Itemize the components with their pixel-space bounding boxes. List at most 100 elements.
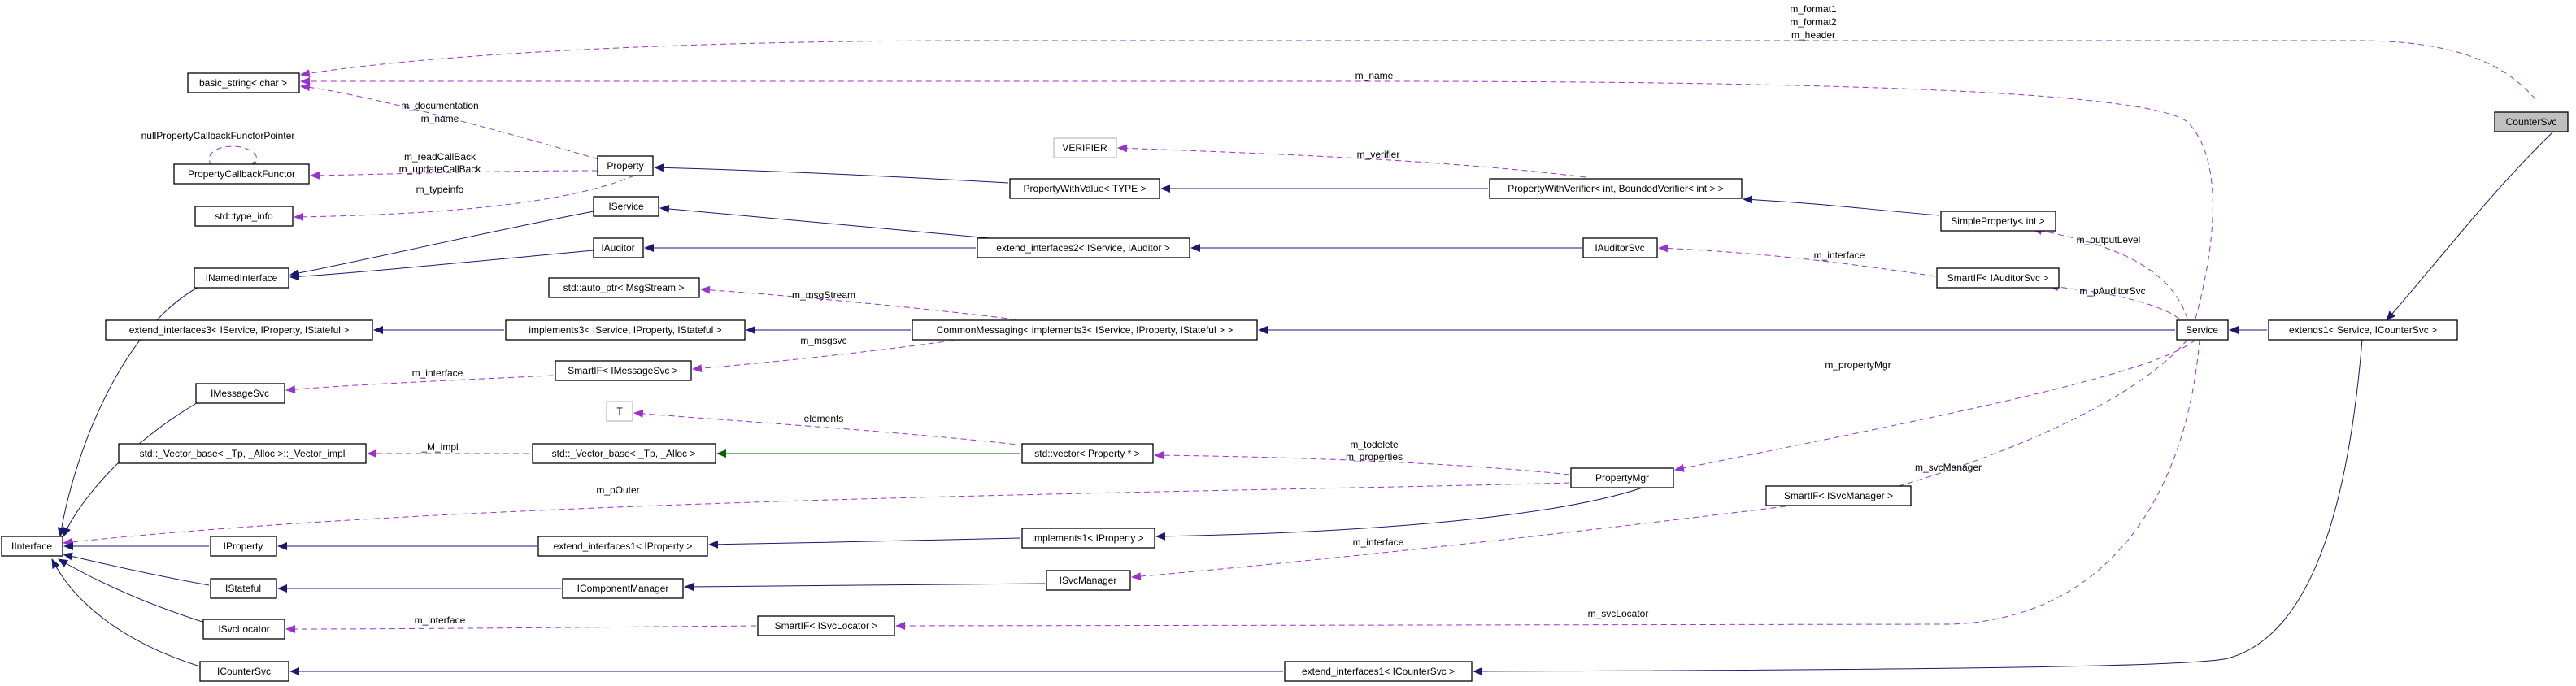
node-std-type-info[interactable]: std::type_info (194, 206, 294, 227)
node-label-basic-string: basic_string< char > (199, 77, 287, 89)
edge-property-callback-functor (310, 170, 598, 180)
edge-label-m-name-property: m_name (421, 113, 459, 124)
node-counter-svc[interactable]: CounterSvc (2494, 111, 2569, 132)
node-extend-interfaces1-iproperty[interactable]: extend_interfaces1< IProperty > (537, 536, 708, 557)
node-label-property-mgr: PropertyMgr (1595, 472, 1649, 484)
edge-smartif-msg-imessage-svc (285, 375, 554, 394)
node-label-extends1: extends1< Service, ICounterSvc > (2289, 324, 2437, 336)
edge-istateful-iinterface (63, 552, 210, 586)
node-property-mgr[interactable]: PropertyMgr (1570, 467, 1674, 488)
node-iauditor-svc[interactable]: IAuditorSvc (1582, 237, 1658, 258)
node-smartif-imessage-svc[interactable]: SmartIF< IMessageSvc > (555, 360, 692, 381)
edge-service-property-mgr (1674, 339, 2196, 472)
edge-label-m-header: m_header (1791, 29, 1835, 41)
node-extends1[interactable]: extends1< Service, ICounterSvc > (2268, 319, 2458, 341)
edge-extends1-extend-interfaces1-icounter (1473, 339, 2363, 675)
edge-imessage-svc-iinterface (63, 401, 200, 537)
node-property-with-verifier[interactable]: PropertyWithVerifier< int, BoundedVerifi… (1489, 178, 1743, 199)
node-inamed-interface[interactable]: INamedInterface (194, 267, 289, 289)
edge-label-m-name-service: m_name (1355, 70, 1394, 81)
node-istateful[interactable]: IStateful (210, 578, 277, 599)
node-extend-interfaces2[interactable]: extend_interfaces2< IService, IAuditor > (977, 237, 1190, 258)
edge-label-m-interface-svcmgr: m_interface (1353, 536, 1404, 548)
node-simple-property[interactable]: SimpleProperty< int > (1940, 211, 2056, 232)
edge-label-m-properties: m_properties (1346, 451, 1403, 462)
node-label-std-vector-base: std::_Vector_base< _Tp, _Alloc > (552, 448, 696, 459)
node-implements1-iproperty[interactable]: implements1< IProperty > (1021, 528, 1155, 549)
node-label-iauditor-svc: IAuditorSvc (1595, 242, 1644, 254)
node-label-iproperty: IProperty (224, 541, 263, 552)
node-std-vector-property[interactable]: std::vector< Property * > (1021, 443, 1154, 464)
edge-label-m-format1: m_format1 (1790, 3, 1837, 15)
node-implements3[interactable]: implements3< IService, IProperty, IState… (505, 319, 746, 341)
node-icomponent-manager[interactable]: IComponentManager (562, 578, 684, 599)
node-property[interactable]: Property (597, 155, 654, 176)
node-label-imessage-svc: IMessageSvc (211, 388, 269, 399)
node-isvc-manager[interactable]: ISvcManager (1046, 570, 1131, 591)
edge-property-with-value-property (654, 163, 1009, 184)
edge-property-with-verifier-verifier (1117, 144, 1586, 178)
edge-label-m-todelete: m_todelete (1350, 439, 1399, 450)
node-label-extend-interfaces1-icounter-svc: extend_interfaces1< ICounterSvc > (1302, 666, 1455, 677)
node-property-callback-functor[interactable]: PropertyCallbackFunctor (173, 163, 310, 185)
node-label-property-with-verifier: PropertyWithVerifier< int, BoundedVerifi… (1508, 183, 1723, 194)
node-iproperty[interactable]: IProperty (210, 536, 277, 557)
edge-property-mgr-iinterface (63, 482, 1570, 546)
edge-label-m-format2: m_format2 (1790, 16, 1837, 28)
node-std-auto-ptr[interactable]: std::auto_ptr< MsgStream > (548, 277, 700, 298)
node-basic-string[interactable]: basic_string< char > (187, 72, 300, 93)
edge-label-m-output-level: m_outputLevel (2077, 234, 2141, 245)
node-std-vector-base[interactable]: std::_Vector_base< _Tp, _Alloc > (532, 443, 716, 464)
node-label-extend-interfaces1-iproperty: extend_interfaces1< IProperty > (554, 541, 693, 552)
edge-inamed-iinterface (57, 284, 204, 537)
node-iinterface[interactable]: IInterface (1, 536, 63, 557)
edge-label-m-p-auditor-svc: m_pAuditorSvc (2079, 285, 2145, 297)
node-label-std-vector-property: std::vector< Property * > (1034, 448, 1139, 459)
edge-label-m-typeinfo: m_typeinfo (416, 184, 464, 195)
node-label-icounter-svc: ICounterSvc (217, 666, 271, 677)
edge-service-smartif-svc-locator (895, 339, 2200, 630)
node-service[interactable]: Service (2176, 319, 2229, 341)
node-label-property-callback-functor: PropertyCallbackFunctor (188, 168, 295, 180)
node-smartif-isvc-locator[interactable]: SmartIF< ISvcLocator > (757, 615, 895, 636)
node-label-std-auto-ptr: std::auto_ptr< MsgStream > (564, 282, 685, 293)
node-common-messaging[interactable]: CommonMessaging< implements3< IService, … (912, 319, 1258, 341)
edge-extend-interfaces2-iservice (659, 204, 1017, 241)
node-verifier[interactable]: VERIFIER (1053, 137, 1117, 158)
edge-implements1-extend-interfaces1 (708, 537, 1021, 549)
node-t-param[interactable]: T (606, 401, 633, 422)
node-label-counter-svc: CounterSvc (2506, 116, 2557, 128)
edge-smartif-svc-manager-isvc-manager (1131, 503, 1806, 581)
edge-counter-svc-basic-string-formats (300, 40, 2536, 100)
node-label-iauditor: IAuditor (601, 242, 634, 254)
node-icounter-svc[interactable]: ICounterSvc (199, 661, 289, 682)
node-label-isvc-locator: ISvcLocator (218, 623, 269, 635)
node-label-implements3: implements3< IService, IProperty, IState… (529, 324, 721, 336)
node-extend-interfaces3[interactable]: extend_interfaces3< IService, IProperty,… (105, 319, 373, 341)
edge-common-messaging-smartif-msg (692, 334, 993, 373)
node-label-simple-property: SimpleProperty< int > (1951, 215, 2044, 227)
edge-label-m-verifier: m_verifier (1357, 149, 1400, 160)
edge-property-mgr-vector (1154, 451, 1570, 475)
node-imessage-svc[interactable]: IMessageSvc (195, 383, 285, 404)
node-label-property: Property (607, 160, 643, 172)
node-smartif-isvc-manager[interactable]: SmartIF< ISvcManager > (1765, 485, 1912, 506)
edge-label-m-svc-manager: m_svcManager (1915, 462, 1982, 473)
edge-smartif-svc-locator-isvc-locator (285, 624, 757, 633)
node-smartif-iauditor-svc[interactable]: SmartIF< IAuditorSvc > (1936, 267, 2060, 289)
edge-property-callback-self (209, 145, 259, 170)
node-label-verifier: VERIFIER (1062, 142, 1107, 154)
node-isvc-locator[interactable]: ISvcLocator (202, 619, 285, 640)
edge-iservice-inamed (289, 211, 594, 277)
node-label-icomponent-manager: IComponentManager (577, 583, 669, 594)
node-std-vector-base-impl[interactable]: std::_Vector_base< _Tp, _Alloc >::_Vecto… (118, 443, 367, 464)
node-iauditor[interactable]: IAuditor (593, 237, 644, 258)
node-label-property-with-value: PropertyWithValue< TYPE > (1024, 183, 1147, 194)
node-label-smartif-iauditor-svc: SmartIF< IAuditorSvc > (1947, 272, 2049, 284)
edge-label-m-msgsvc: m_msgsvc (800, 335, 846, 346)
node-iservice[interactable]: IService (593, 196, 659, 217)
node-property-with-value[interactable]: PropertyWithValue< TYPE > (1009, 178, 1160, 199)
node-extend-interfaces1-icounter-svc[interactable]: extend_interfaces1< ICounterSvc > (1284, 661, 1473, 682)
edge-label-null-callback-pointer: nullPropertyCallbackFunctorPointer (141, 130, 295, 141)
node-label-extend-interfaces3: extend_interfaces3< IService, IProperty,… (129, 324, 350, 336)
